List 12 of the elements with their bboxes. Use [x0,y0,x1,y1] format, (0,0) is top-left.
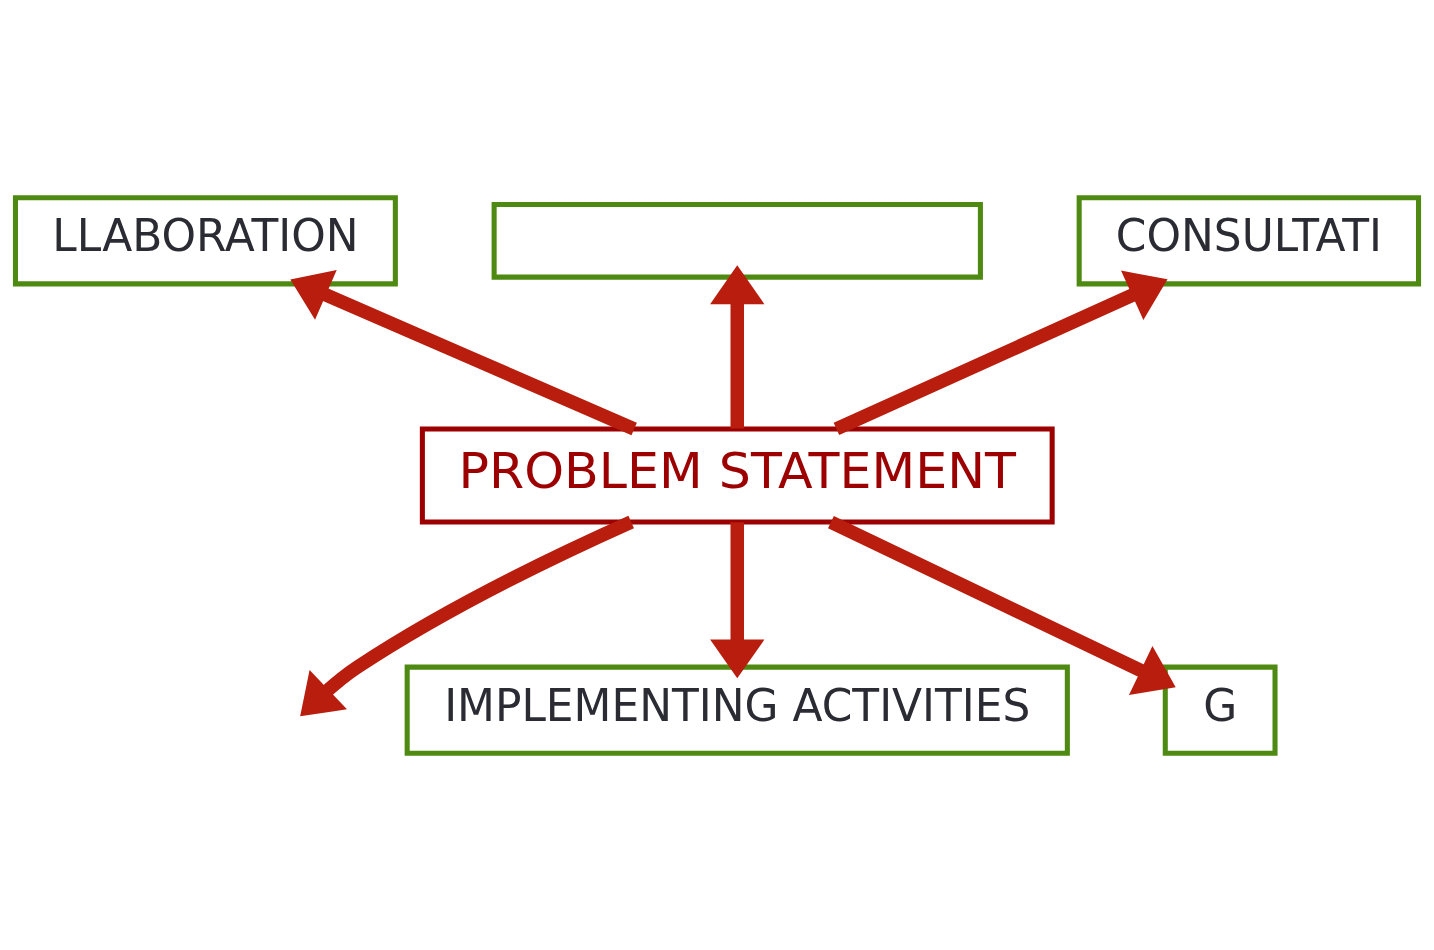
arrow [300,515,634,716]
node-box: IMPLEMENTING ACTIVITIES [404,664,1070,756]
arrow [828,515,1176,695]
arrow [710,264,765,429]
node-box: CONSULTATI [1076,194,1422,286]
arrow [833,270,1168,435]
node-box: LLABORATION [12,194,398,286]
arrow [710,521,765,678]
arrow [290,269,637,435]
node-box: PROBLEM STATEMENT [419,426,1055,524]
node-box: G [1162,664,1278,756]
node-box [491,201,983,280]
